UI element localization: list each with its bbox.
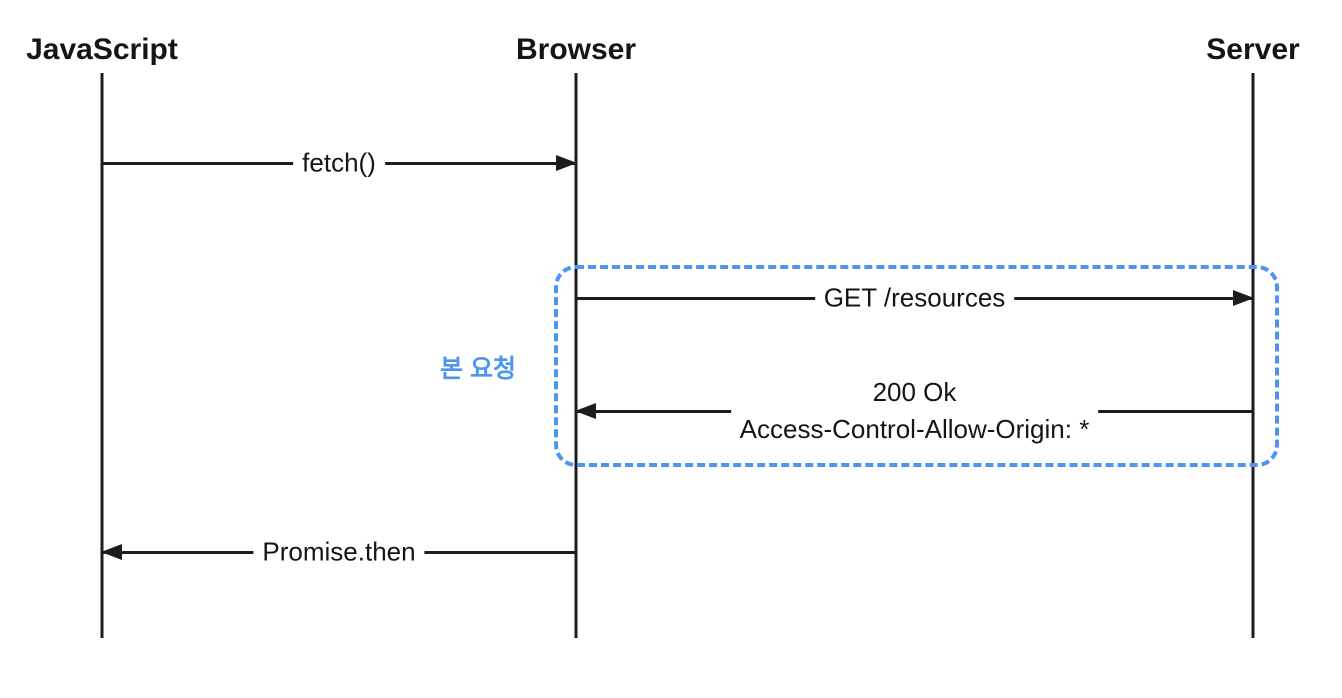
arrowhead-left-icon xyxy=(101,544,122,560)
lifeline-browser xyxy=(574,73,578,638)
actor-label-server: Server xyxy=(1206,33,1300,66)
arrowhead-left-icon xyxy=(575,403,596,419)
lifeline-server xyxy=(1251,73,1255,638)
annotation-main-request: 본 요청 xyxy=(440,355,516,383)
message-label: 200 Ok Access-Control-Allow-Origin: * xyxy=(730,374,1099,448)
actor-label-javascript: JavaScript xyxy=(26,33,178,66)
message-label: GET /resources xyxy=(814,282,1015,314)
message-label-line1: 200 Ok xyxy=(872,377,957,408)
arrowhead-right-icon xyxy=(556,155,577,171)
arrowhead-right-icon xyxy=(1233,290,1254,306)
cors-main-request-highlight-box xyxy=(554,265,1279,467)
message-label: Promise.then xyxy=(253,536,425,568)
actor-label-browser: Browser xyxy=(515,33,637,66)
lifeline-javascript xyxy=(100,73,104,638)
message-label: fetch() xyxy=(293,147,385,179)
message-label-line2: Access-Control-Allow-Origin: * xyxy=(739,414,1090,444)
